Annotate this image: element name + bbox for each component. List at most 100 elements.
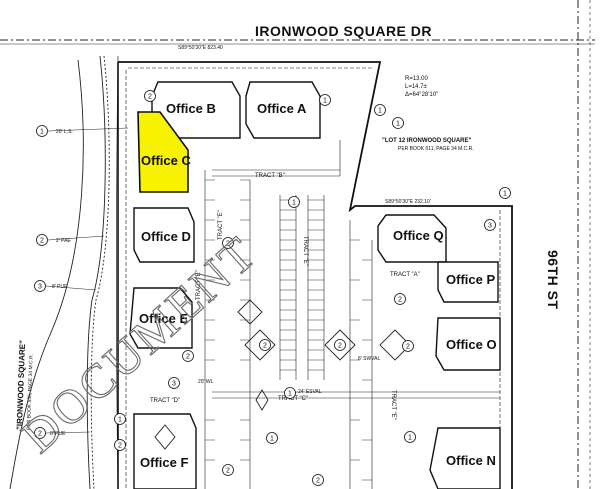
office-label-n: Office N <box>446 453 496 468</box>
curve-delta: Δ=64°28'10" <box>405 92 438 98</box>
tract-label: TRACT "C" <box>278 396 308 402</box>
svg-text:1: 1 <box>323 98 327 105</box>
easement-note: 24' ESVAL <box>298 389 322 395</box>
building-office-a <box>245 81 321 139</box>
svg-text:3: 3 <box>38 284 42 291</box>
svg-text:2: 2 <box>226 468 230 475</box>
callout-markers: 1 2 3 2 2 1 1 1 2 1 2 3 1 2 2 2 1 1 3 2 … <box>34 90 511 486</box>
svg-text:3: 3 <box>172 381 176 388</box>
callout-leaders <box>45 127 129 434</box>
callout-marker: 2 <box>334 339 346 351</box>
street-label-east: 96TH ST <box>545 250 561 310</box>
callout-marker: 2 <box>312 474 324 486</box>
curve-radius: R=13.00 <box>405 76 429 82</box>
callout-marker: 2 <box>402 340 414 352</box>
building-office-p <box>437 261 499 303</box>
callout-marker: 1 <box>404 431 416 443</box>
callout-marker: 1 <box>114 413 126 425</box>
svg-text:1: 1 <box>288 391 292 398</box>
bearing-top: S89°50'30"E 823.40 <box>178 45 223 51</box>
office-label-b: Office B <box>166 101 216 116</box>
svg-text:2: 2 <box>406 344 410 351</box>
building-office-d <box>133 207 195 263</box>
easement-note: 8' SWVAL <box>358 356 380 362</box>
curve-length: L=14.7± <box>405 84 428 90</box>
svg-text:1: 1 <box>396 121 400 128</box>
svg-text:2: 2 <box>316 478 320 485</box>
tract-label: TRACT "E" <box>390 390 396 420</box>
parking-stalls <box>205 179 372 481</box>
tract-label: TRACT "B" <box>255 173 285 179</box>
svg-text:2: 2 <box>398 297 402 304</box>
office-label-p: Office P <box>446 272 495 287</box>
svg-text:1: 1 <box>408 435 412 442</box>
west-subdivision-note-ref: PER BOOK 536, PAGE 34 M.C.R. <box>26 354 35 430</box>
callout-marker: 2 <box>144 90 156 102</box>
svg-text:3: 3 <box>488 223 492 230</box>
street-label-north: IRONWOOD SQUARE DR <box>255 23 432 39</box>
callout-marker: 2 <box>182 350 194 362</box>
tract-label: TRACT "E" <box>196 270 202 300</box>
callout-marker: 1 <box>288 196 300 208</box>
tract-label: TRACT "D" <box>150 398 180 404</box>
svg-text:1: 1 <box>292 200 296 207</box>
easement-note: 20' WL <box>198 379 214 385</box>
buildings <box>129 81 501 489</box>
landscape-islands <box>154 299 411 450</box>
office-label-q: Office Q <box>393 228 444 243</box>
office-label-e: Office E <box>139 311 188 326</box>
callout-marker: 1 <box>374 104 386 116</box>
office-label-o: Office O <box>446 337 497 352</box>
callout-marker: 2 <box>34 427 46 439</box>
office-label-f: Office F <box>140 455 188 470</box>
callout-marker: 2 <box>394 293 406 305</box>
callout-marker: 1 <box>284 387 296 399</box>
callout-marker: 2 <box>114 439 126 451</box>
callout-marker: 3 <box>34 280 46 292</box>
callout-marker: 1 <box>392 117 404 129</box>
office-label-c: Office C <box>141 153 191 168</box>
west-subdivision-note: "IRONWOOD SQUARE" <box>15 340 27 430</box>
easement-note: 20' L.S. <box>56 129 73 135</box>
callout-marker: 1 <box>319 94 331 106</box>
svg-text:1: 1 <box>378 108 382 115</box>
svg-text:2: 2 <box>226 241 230 248</box>
easement-note: 8' PUE <box>50 431 66 437</box>
svg-text:2: 2 <box>38 431 42 438</box>
svg-text:1: 1 <box>270 436 274 443</box>
easement-note: 2' PAE <box>56 238 71 244</box>
lot-title: "LOT 12 IRONWOOD SQUARE" <box>382 138 472 144</box>
office-label-a: Office A <box>257 101 307 116</box>
office-label-d: Office D <box>141 229 191 244</box>
building-office-o <box>435 317 501 371</box>
svg-text:2: 2 <box>40 238 44 245</box>
svg-text:1: 1 <box>503 191 507 198</box>
svg-text:2: 2 <box>338 343 342 350</box>
building-office-f <box>133 413 197 489</box>
building-office-q <box>377 214 447 263</box>
svg-text:2: 2 <box>118 443 122 450</box>
callout-marker: 2 <box>222 464 234 476</box>
tract-label: TRACT "A" <box>390 272 420 278</box>
svg-text:2: 2 <box>186 354 190 361</box>
callout-marker: 2 <box>259 339 271 351</box>
tract-label: TRACT "E" <box>302 236 308 266</box>
bearing-mid: S89°50'30"E 232.10' <box>385 199 431 205</box>
callout-marker: 3 <box>168 377 180 389</box>
callout-marker: 2 <box>36 234 48 246</box>
svg-text:2: 2 <box>263 343 267 350</box>
building-office-c <box>137 111 189 193</box>
callout-marker: 1 <box>266 432 278 444</box>
lot-subtitle: PER BOOK 511, PAGE 34 M.C.R. <box>398 146 474 152</box>
parking-rows <box>204 140 500 489</box>
callout-marker: 3 <box>484 219 496 231</box>
svg-text:1: 1 <box>40 129 44 136</box>
callout-marker: 1 <box>36 125 48 137</box>
callout-marker: 2 <box>222 237 234 249</box>
building-office-e <box>129 287 193 349</box>
svg-text:2: 2 <box>148 94 152 101</box>
callout-marker: 1 <box>499 187 511 199</box>
building-office-n <box>429 427 501 489</box>
